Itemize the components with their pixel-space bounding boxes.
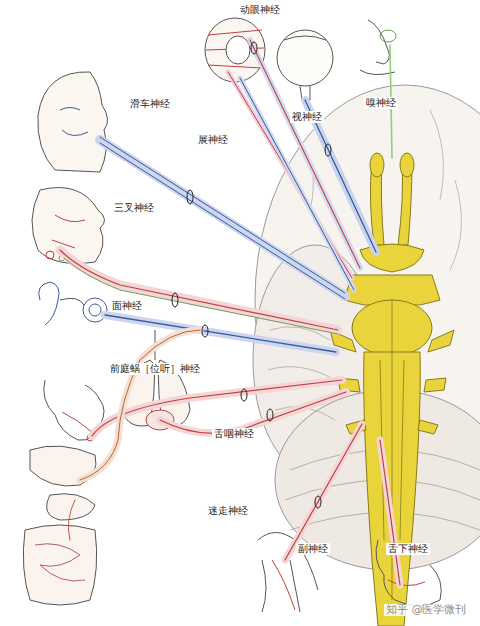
nerve-label: 舌咽神经 <box>212 428 256 440</box>
nerve-label: 动眼神经 <box>238 4 282 16</box>
nerve-label: 副神经 <box>296 543 330 555</box>
nerve-bands <box>60 40 400 585</box>
nerve-label: 展神经 <box>196 134 230 146</box>
nerve-label: 视神经 <box>290 111 324 123</box>
nerve-label: 舌下神经 <box>386 543 430 555</box>
nerve-label: 迷走神经 <box>206 505 250 517</box>
watermark: 知乎 @医学微刊 <box>384 604 469 616</box>
nerve-label: 嗅神经 <box>364 97 398 109</box>
nerve-label: 前庭蜗［位听］神经 <box>108 363 202 375</box>
brain <box>253 85 480 570</box>
nerve-label: 面神经 <box>110 300 144 312</box>
nerve-label: 三叉神经 <box>112 202 156 214</box>
nerve-label: 滑车神经 <box>128 98 172 110</box>
head-sketches <box>23 18 441 612</box>
nerve-rings <box>172 42 331 508</box>
